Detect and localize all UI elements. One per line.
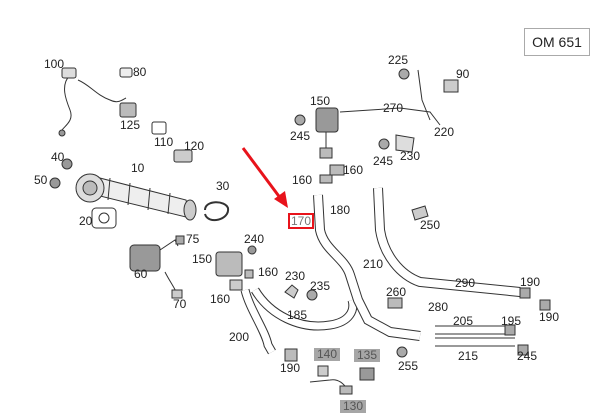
callout-200[interactable]: 200	[229, 330, 250, 344]
module-150	[315, 107, 339, 133]
callout-230b[interactable]: 230	[285, 269, 306, 283]
clip-250	[411, 205, 429, 221]
callout-190a[interactable]: 190	[520, 275, 541, 289]
connector-125	[119, 102, 137, 118]
callout-245b[interactable]: 245	[373, 154, 394, 168]
callout-220[interactable]: 220	[434, 125, 455, 139]
sensor-cable	[61, 74, 72, 131]
callout-190c[interactable]: 190	[280, 361, 301, 375]
callout-260[interactable]: 260	[386, 285, 407, 299]
callout-40[interactable]: 40	[51, 150, 65, 164]
callout-80[interactable]: 80	[133, 65, 147, 79]
callout-75[interactable]: 75	[186, 232, 200, 246]
callout-250[interactable]: 250	[420, 218, 441, 232]
callout-140[interactable]: 140	[314, 348, 341, 361]
callout-135[interactable]: 135	[354, 349, 381, 362]
callout-160c[interactable]: 160	[258, 265, 279, 279]
callout-100[interactable]: 100	[44, 57, 65, 71]
clip-260	[387, 297, 403, 309]
nut-50	[49, 177, 61, 189]
engine-model-label: OM 651	[524, 28, 590, 56]
connector-110	[151, 121, 167, 135]
callout-280[interactable]: 280	[428, 300, 449, 314]
callout-210[interactable]: 210	[363, 257, 384, 271]
bolt-245b	[378, 138, 390, 150]
bracket-120	[173, 149, 193, 163]
callout-195[interactable]: 195	[501, 314, 522, 328]
gasket-20	[91, 207, 117, 229]
callout-170-highlighted[interactable]: 170	[288, 213, 315, 229]
bracket-230b	[284, 284, 299, 299]
callout-10[interactable]: 10	[131, 161, 145, 175]
callout-20[interactable]: 20	[79, 214, 93, 228]
callout-215[interactable]: 215	[458, 349, 479, 363]
callout-130[interactable]: 130	[340, 400, 367, 413]
bolt-255	[396, 346, 408, 358]
callout-120[interactable]: 120	[184, 139, 205, 153]
pump-150b	[215, 251, 243, 277]
nut-40	[61, 158, 73, 170]
callout-245c[interactable]: 245	[517, 349, 538, 363]
callout-90[interactable]: 90	[456, 67, 470, 81]
bolt-245a	[294, 114, 306, 126]
highlight-arrow	[241, 147, 288, 208]
callout-240[interactable]: 240	[244, 232, 265, 246]
bolt-225	[398, 68, 410, 80]
callout-255[interactable]: 255	[398, 359, 419, 373]
callout-180[interactable]: 180	[330, 203, 351, 217]
sensor-plug-80	[119, 67, 133, 78]
callout-125[interactable]: 125	[120, 118, 141, 132]
callout-160b[interactable]: 160	[292, 173, 313, 187]
sensor-plug-100	[61, 67, 77, 79]
callout-205[interactable]: 205	[453, 314, 474, 328]
callout-290[interactable]: 290	[455, 276, 476, 290]
sensor-tip	[58, 129, 66, 137]
callout-110[interactable]: 110	[154, 135, 174, 149]
callout-50[interactable]: 50	[34, 173, 48, 187]
callout-190b[interactable]: 190	[539, 310, 560, 324]
callout-150[interactable]: 150	[310, 94, 331, 108]
callout-70[interactable]: 70	[173, 297, 187, 311]
bracket-90	[443, 79, 459, 93]
sensor-135	[359, 367, 375, 381]
callout-160a[interactable]: 160	[343, 163, 364, 177]
callout-30[interactable]: 30	[216, 179, 230, 193]
valve-60	[129, 244, 161, 272]
pipe-end-10	[183, 199, 197, 221]
callout-185[interactable]: 185	[287, 308, 308, 322]
sensor-140	[317, 365, 329, 377]
callout-270[interactable]: 270	[383, 101, 404, 115]
clamp-30	[204, 201, 230, 222]
hose-290	[373, 187, 521, 297]
callout-245a[interactable]: 245	[290, 129, 311, 143]
bracket-230	[395, 134, 415, 153]
sensor-cable-b	[77, 79, 127, 103]
callout-235[interactable]: 235	[310, 279, 331, 293]
callout-225[interactable]: 225	[388, 53, 409, 67]
callout-60[interactable]: 60	[134, 267, 148, 281]
callout-150b[interactable]: 150	[192, 252, 213, 266]
callout-160d[interactable]: 160	[210, 292, 231, 306]
harness-270	[339, 107, 441, 126]
callout-230[interactable]: 230	[400, 149, 421, 163]
